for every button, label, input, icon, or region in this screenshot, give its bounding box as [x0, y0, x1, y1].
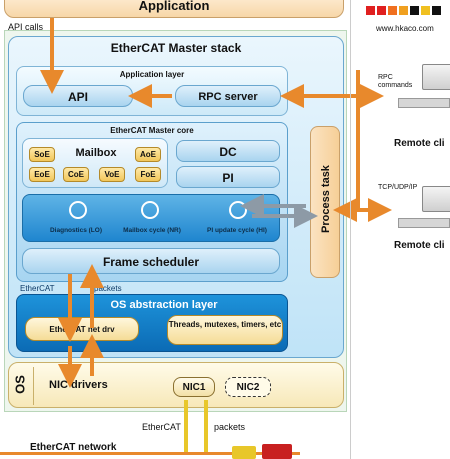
mailbox-box: Mailbox SoE AoE EoE CoE VoE FoE — [22, 138, 168, 188]
mailbox-foe: FoE — [135, 167, 161, 182]
network-bus-line — [0, 452, 300, 455]
mailbox-coe: CoE — [63, 167, 89, 182]
hkaco-logo — [366, 4, 450, 18]
pi-update-cycle-label: PI update cycle (HI) — [207, 227, 267, 234]
cycles-panel: Diagnostics (LO) Mailbox cycle (NR) PI u… — [22, 194, 280, 242]
master-core-title: EtherCAT Master core — [110, 126, 194, 135]
device-red-icon — [262, 444, 292, 459]
threads-label: Threads, mutexes, timers, etc — [168, 320, 282, 329]
application-layer-title: Application layer — [119, 70, 185, 79]
frame-scheduler-label: Frame scheduler — [102, 255, 200, 269]
stack-packets-label: packets — [94, 284, 122, 293]
os-divider — [33, 367, 34, 405]
diagnostics-cycle-icon — [69, 201, 87, 219]
frame-scheduler-box: Frame scheduler — [22, 248, 280, 274]
threads-box: Threads, mutexes, timers, etc — [167, 315, 283, 345]
nic1-label: NIC1 — [182, 382, 206, 393]
mailbox-soe: SoE — [29, 147, 55, 162]
api-calls-label: API calls — [8, 22, 44, 32]
nic2-box: NIC2 — [225, 377, 271, 397]
application-label: Application — [138, 0, 210, 13]
tcp-udp-ip-label: TCP/UDP/IP — [378, 184, 418, 191]
nic1-box: NIC1 — [173, 377, 215, 397]
mailbox-eoe: EoE — [29, 167, 55, 182]
rpc-server-box: RPC server — [175, 85, 281, 107]
mailbox-title: Mailbox — [75, 147, 117, 159]
remote-client-2-label: Remote cli — [394, 240, 445, 251]
bottom-ethercat-label: EtherCAT — [142, 422, 181, 432]
pi-label: PI — [222, 171, 234, 185]
rpc-server-label: RPC server — [198, 91, 258, 103]
remote-client-1-monitor-icon — [422, 64, 450, 90]
api-label: API — [67, 90, 88, 104]
diagnostics-cycle-label: Diagnostics (LO) — [49, 227, 102, 234]
remote-client-2-base-icon — [398, 218, 450, 228]
mailbox-cycle-label: Mailbox cycle (NR) — [123, 227, 181, 234]
pi-box: PI — [176, 166, 280, 188]
remote-client-1-base-icon — [398, 98, 450, 108]
ethercat-network-label: EtherCAT network — [30, 442, 117, 453]
remote-client-2-monitor-icon — [422, 186, 450, 212]
application-box: Application — [4, 0, 344, 18]
remote-client-1-label: Remote cli — [394, 138, 445, 149]
master-stack-title: EtherCAT Master stack — [110, 41, 242, 55]
device-yellow-icon — [232, 446, 256, 459]
nic2-label: NIC2 — [236, 382, 260, 393]
right-divider — [350, 0, 351, 459]
mailbox-cycle-icon — [141, 201, 159, 219]
bottom-packets-label: packets — [214, 422, 246, 432]
os-abstraction-box: OS abstraction layer EtherCAT net drv Th… — [16, 294, 288, 352]
dc-box: DC — [176, 140, 280, 162]
mailbox-aoe: AoE — [135, 147, 161, 162]
mailbox-voe: VoE — [99, 167, 125, 182]
os-abstraction-title: OS abstraction layer — [110, 299, 218, 311]
website-label: www.hkaco.com — [376, 24, 434, 33]
stack-ethercat-label: EtherCAT — [20, 284, 55, 293]
rpc-commands-label: RPC commands — [378, 74, 413, 89]
dc-label: DC — [219, 145, 237, 159]
